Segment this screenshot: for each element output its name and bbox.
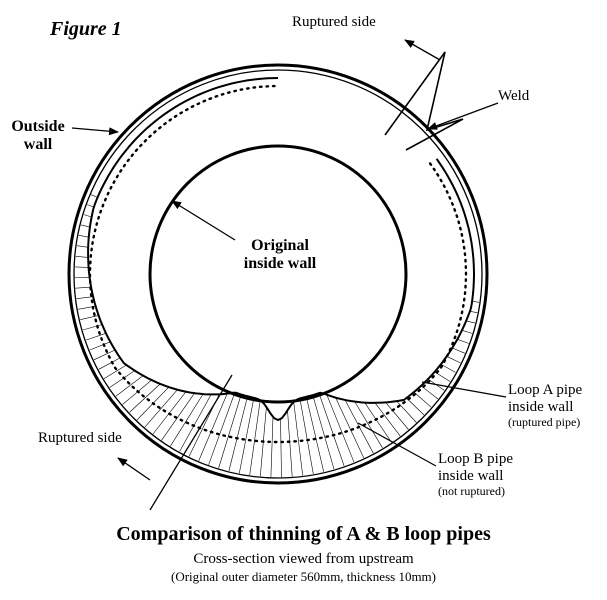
hatch-line: [270, 416, 274, 477]
weld-rupture-crack: [384, 51, 464, 151]
hatch-line: [78, 235, 89, 238]
hatch-line: [354, 401, 383, 449]
hatch-line: [89, 341, 111, 351]
hatch-line: [129, 383, 161, 413]
hatch-line: [469, 311, 478, 313]
original-inside-wall-arrow: [171, 200, 236, 241]
loop-a-note: (ruptured pipe): [508, 414, 581, 429]
loop-b-note: (not ruptured): [438, 483, 505, 498]
hatch-line: [208, 392, 236, 465]
hatch-line: [440, 364, 456, 373]
hatch-line: [299, 398, 314, 474]
hatch-line: [461, 330, 473, 334]
hatch-line: [396, 400, 417, 423]
hatch-line: [198, 393, 228, 462]
hatch-line: [293, 401, 303, 476]
figure-label: Figure 1: [50, 18, 122, 40]
weld-label: Weld: [498, 88, 530, 104]
loop-a-inside-wall: [87, 77, 476, 422]
hatch-line: [446, 356, 461, 364]
hatch-line: [218, 394, 242, 469]
hatch-line: [170, 393, 204, 447]
weld-arrow: [427, 102, 499, 130]
hatch-line: [312, 395, 335, 470]
original-inside-wall-circle: [148, 144, 408, 404]
ruptured-side-bottom-arrow: [117, 457, 151, 481]
hatch-line: [228, 396, 248, 472]
outside-wall-arrow: [71, 127, 119, 136]
hatch-line: [82, 324, 103, 331]
hatch-line: [98, 357, 121, 370]
hatch-line: [306, 396, 324, 472]
hatch-line: [335, 397, 365, 459]
ruptured-side-top-arrow: [404, 39, 441, 61]
original-inside-wall-label-text: Original inside wall: [243, 237, 317, 272]
hatch-line: [239, 397, 255, 474]
outside-wall-label: Outside wall: [8, 118, 68, 154]
hatch-line: [144, 389, 178, 428]
hatch-line: [161, 393, 195, 441]
caption-title: Comparison of thinning of A & B loop pip…: [116, 523, 491, 545]
hatch-line: [86, 332, 107, 341]
hatch-line: [75, 266, 89, 268]
outside-wall-circle: [67, 63, 489, 485]
hatch-line: [80, 315, 99, 320]
loop-b-line2: inside wall: [438, 467, 504, 484]
hatch-line: [385, 402, 409, 430]
ruptured-side-bottom-crack: [149, 374, 233, 511]
hatch-line: [318, 393, 345, 466]
loop-b-label: Loop B pipe inside wall (not ruptured): [438, 451, 513, 498]
hatch-line: [280, 419, 282, 478]
loop-b-line1: Loop B pipe: [438, 451, 513, 467]
hatch-line: [76, 296, 94, 299]
hatch-line: [87, 204, 94, 208]
hatch-line: [364, 402, 392, 443]
hatch-line: [75, 256, 89, 258]
hatch-line: [90, 194, 98, 198]
outside-wall-label-text: Outside wall: [11, 118, 65, 153]
hatch-line: [466, 320, 476, 324]
hatch-line: [413, 391, 432, 408]
hatch-line: [326, 394, 355, 463]
hatch-line: [457, 339, 469, 344]
hatch-line: [374, 402, 401, 437]
loop-a-label: Loop A pipe inside wall (ruptured pipe): [508, 382, 582, 429]
original-inside-wall-label: Original inside wall: [230, 237, 330, 273]
loop-a-line1: Loop A pipe: [508, 382, 583, 398]
hatch-line: [287, 410, 293, 477]
hatch-line: [80, 224, 90, 228]
loop-a-leader-line: [421, 381, 507, 398]
caption-note: (Original outer diameter 560mm, thicknes…: [171, 569, 436, 584]
hatch-line: [406, 397, 425, 416]
caption-subtitle: Cross-section viewed from upstream: [193, 551, 414, 567]
hatch-line: [472, 301, 480, 303]
hatch-line: [75, 286, 92, 289]
hatch-line: [93, 349, 116, 361]
hatch-line: [115, 375, 144, 397]
hatch-line: [452, 347, 466, 354]
hatch-line: [420, 385, 439, 400]
hatch-line: [76, 245, 89, 248]
loop-a-line2: inside wall: [508, 398, 574, 415]
hatch-line: [103, 364, 127, 379]
hatch-line: [83, 214, 92, 218]
hatch-line: [109, 370, 135, 388]
ruptured-side-top-label: Ruptured side: [292, 14, 376, 30]
loop-b-leader-line: [357, 422, 437, 467]
ruptured-side-bottom-label: Ruptured side: [38, 430, 122, 446]
hatch-line: [249, 400, 261, 476]
hatch-line: [179, 394, 212, 452]
outside-wall-inner-line: [73, 69, 483, 479]
